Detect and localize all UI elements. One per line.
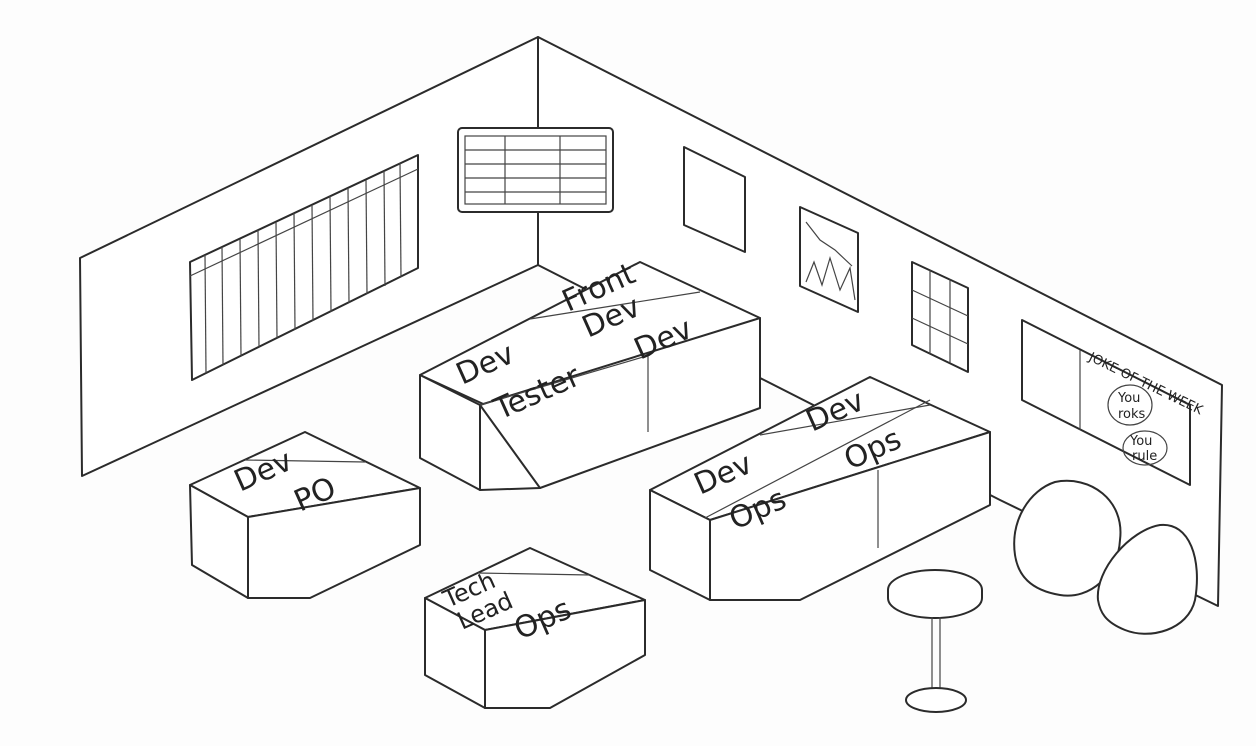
bubble-text: rule	[1132, 449, 1157, 464]
desk-group-po: Dev PO	[189, 431, 421, 599]
desk-group-techlead: Tech Lead Ops	[424, 547, 646, 709]
bar-table	[887, 569, 983, 713]
bean-bag	[1096, 523, 1198, 635]
desk-group-devops: Dev Ops Dev Ops	[649, 376, 991, 601]
desk-group-team: Dev Tester Front Dev Dev	[419, 256, 761, 491]
bubble-text: You	[1117, 391, 1140, 406]
burndown-chart-poster	[799, 206, 859, 313]
task-poster	[683, 146, 746, 253]
bean-bag	[1013, 479, 1122, 597]
scatter-poster	[911, 261, 969, 373]
bubble-text: You	[1129, 434, 1152, 449]
wall-monitor	[457, 127, 614, 213]
kanban-board	[189, 154, 419, 381]
bubble-text: roks	[1118, 407, 1146, 422]
